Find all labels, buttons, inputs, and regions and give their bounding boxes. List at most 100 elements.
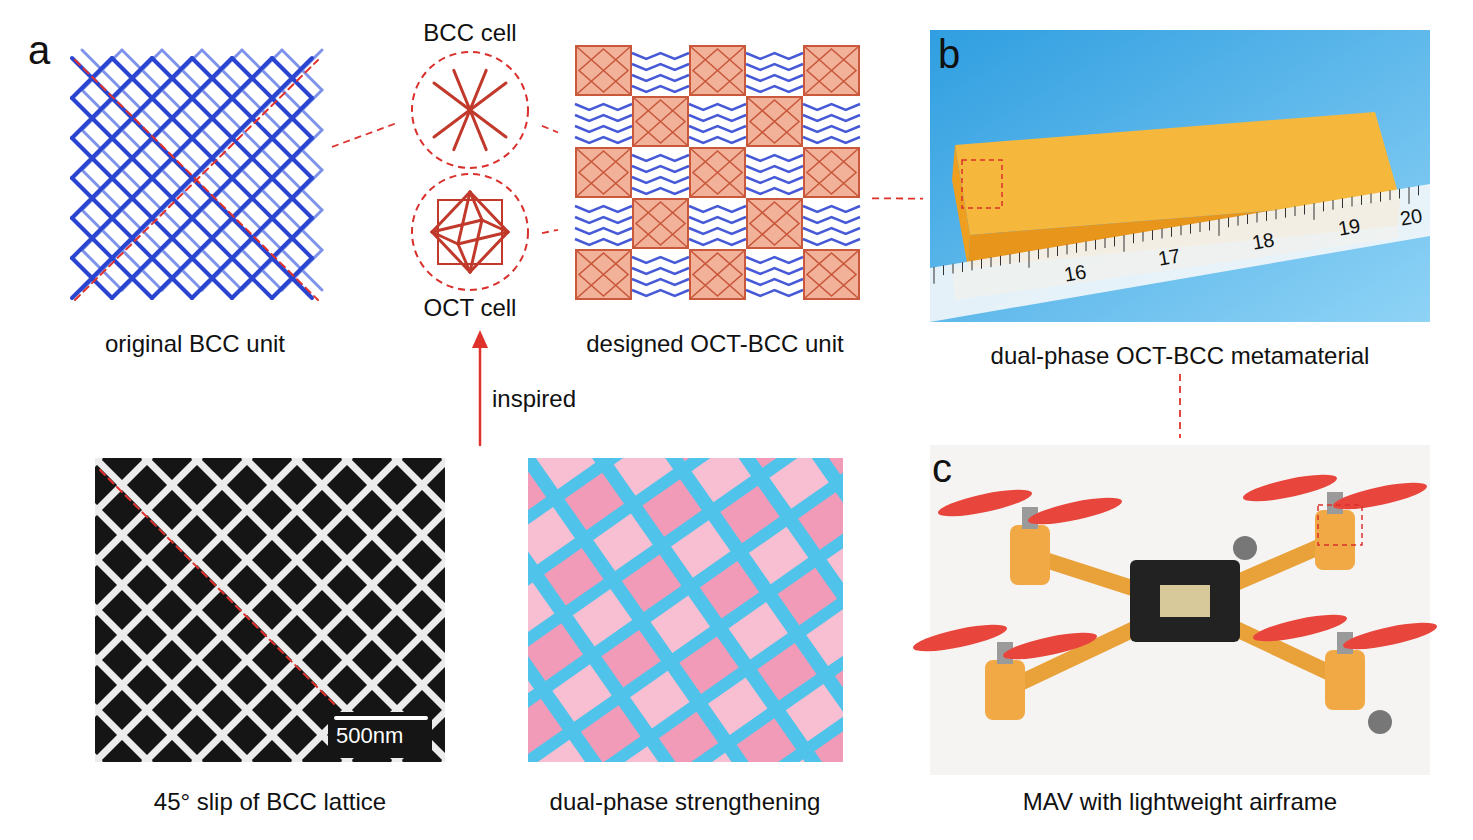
strut: [212, 218, 232, 238]
strut: [112, 218, 132, 238]
ruler-tick: [943, 266, 944, 275]
lattice-strut: [95, 458, 349, 762]
ruler-tick: [1152, 231, 1153, 240]
grain: [581, 705, 640, 762]
motor-mount: [985, 660, 1025, 720]
bcc-zigzag: [746, 86, 803, 92]
strut: [152, 118, 172, 138]
strut: [122, 250, 142, 270]
strut: [242, 130, 262, 150]
bcc-zigzag: [575, 239, 632, 245]
strut: [292, 198, 312, 218]
oct-strut: [748, 98, 801, 145]
panel-caption: MAV with lightweight airframe: [1019, 787, 1341, 818]
ruler-tick: [1238, 216, 1239, 225]
strut: [142, 150, 162, 170]
ruler-tick: [1019, 253, 1020, 262]
oct-diamond: [807, 49, 856, 92]
oct-strut: [458, 232, 508, 244]
strut: [272, 218, 292, 238]
oct-cell: [804, 250, 859, 299]
strut: [292, 258, 312, 278]
strut: [272, 258, 292, 278]
strut: [302, 150, 322, 170]
propeller: [1001, 627, 1099, 665]
flight-board: [1130, 560, 1240, 642]
lattice-strut: [95, 458, 249, 762]
grain: [708, 677, 767, 735]
oct-strut: [470, 192, 482, 220]
figure-panel: 45° slip of BCC lattice: [85, 450, 455, 818]
strut: [102, 150, 122, 170]
oct-strut: [691, 149, 744, 196]
motor-mount: [1325, 650, 1365, 710]
ruler-tick: [1048, 248, 1049, 257]
strut: [112, 158, 132, 178]
ruler-number: 19: [1336, 214, 1362, 240]
bcc-zigzag: [746, 75, 803, 81]
propeller: [1026, 492, 1124, 530]
strut: [212, 238, 232, 258]
strut: [162, 50, 182, 70]
strut: [122, 90, 142, 110]
figure-panel: dual-phase strengthening: [510, 450, 860, 818]
strut: [192, 58, 212, 78]
strut: [272, 198, 292, 218]
strut: [92, 98, 112, 118]
grain: [687, 753, 746, 762]
strut: [172, 78, 192, 98]
bcc-zigzag: [803, 104, 860, 110]
inspired-arrow-head: [472, 330, 488, 348]
grain: [827, 533, 843, 591]
ruler-tick: [1133, 234, 1134, 243]
oct-strut: [577, 47, 630, 94]
grain: [700, 561, 759, 619]
figure-panel: dual-phase OCT-BCC metamaterial: [925, 28, 1435, 372]
strut: [212, 98, 232, 118]
ruler-tick: [981, 259, 982, 268]
strut: [162, 130, 182, 150]
bcc-zigzag: [632, 290, 689, 296]
ruler-number: 20: [1398, 204, 1424, 230]
zoom-circle: [412, 174, 528, 290]
lattice-strut: [95, 458, 349, 762]
bcc-zigzag: [632, 155, 689, 161]
strut: [242, 50, 262, 70]
strut: [172, 198, 192, 218]
grain: [720, 486, 779, 544]
strut: [172, 238, 192, 258]
bcc-zigzag: [689, 115, 746, 121]
strut: [242, 90, 262, 110]
panel-caption: BCC cell: [419, 18, 520, 49]
strut: [112, 278, 132, 298]
bcc-strut: [454, 70, 470, 110]
strut: [292, 178, 312, 198]
ruler-tick: [1399, 189, 1400, 198]
cell-zoom: BCC cell: [400, 18, 540, 174]
grain: [532, 740, 591, 762]
strut: [192, 138, 212, 158]
strut: [292, 238, 312, 258]
strut: [182, 190, 202, 210]
strut: [232, 98, 252, 118]
strut: [182, 230, 202, 250]
ruler-tick: [1228, 218, 1229, 227]
bcc-zigzag: [575, 104, 632, 110]
ruler-tick: [991, 258, 992, 267]
strut: [182, 270, 202, 290]
bcc-zigzag: [632, 64, 689, 70]
grain: [642, 479, 701, 537]
strut: [72, 178, 92, 198]
strut: [192, 158, 212, 178]
ruler-tick: [934, 267, 935, 283]
bcc-strut: [454, 110, 470, 150]
strut: [142, 270, 162, 290]
ruler-tick: [1323, 202, 1324, 211]
zoom-leader: [1179, 374, 1181, 438]
clip-group: [528, 458, 843, 762]
grain: [528, 699, 563, 757]
bcc-zigzag: [746, 188, 803, 194]
strut: [152, 258, 172, 278]
ruler-tick: [1162, 229, 1163, 238]
oct-strut: [577, 47, 630, 94]
